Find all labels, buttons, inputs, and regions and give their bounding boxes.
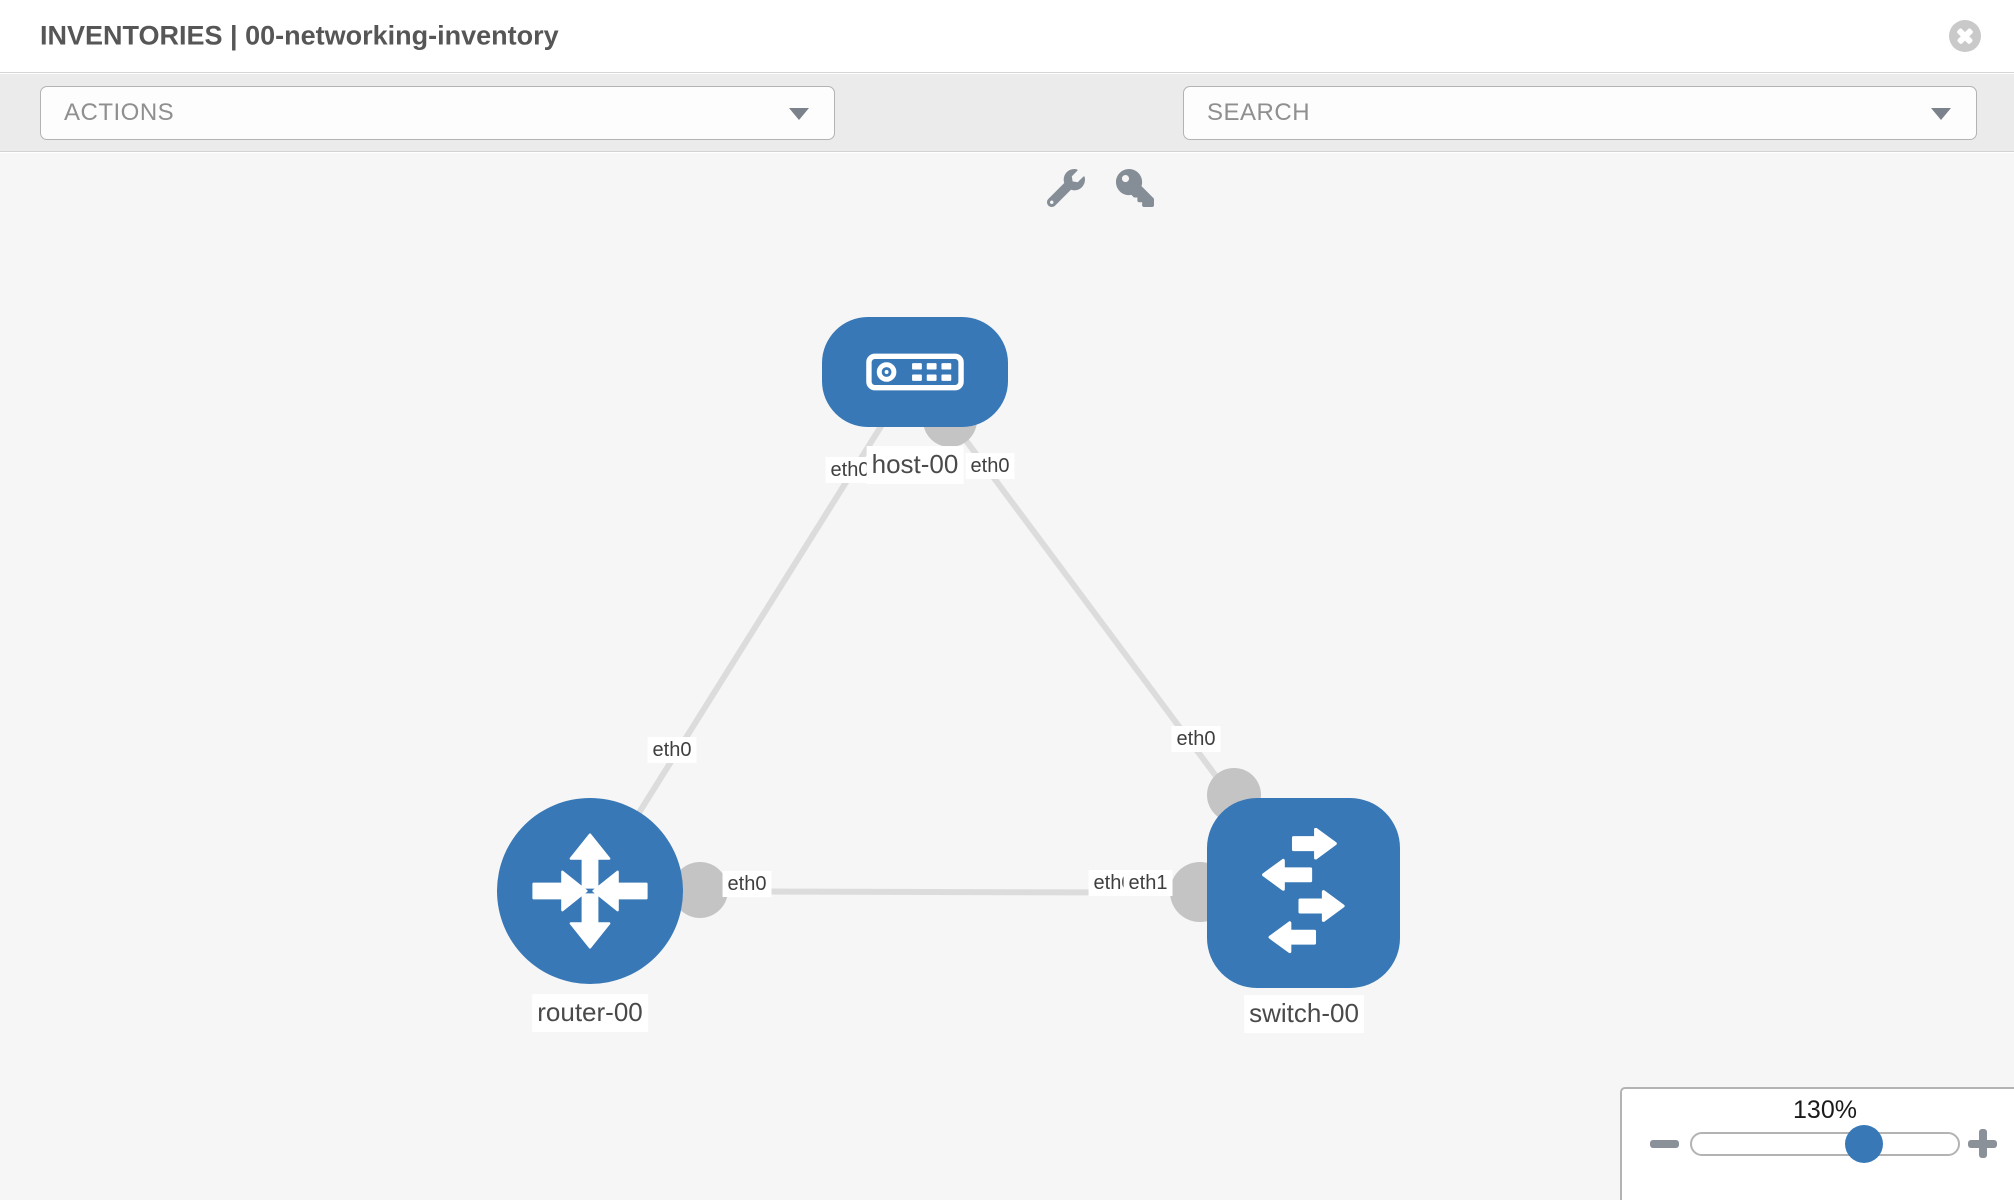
interface-label-router-to-host: eth0	[647, 737, 697, 763]
actions-dropdown[interactable]: ACTIONS	[40, 86, 835, 140]
zoom-panel: 130%	[1620, 1087, 2014, 1200]
chevron-down-icon	[1931, 108, 1951, 120]
router-icon	[532, 833, 648, 949]
zoom-in-button[interactable]	[1968, 1129, 1997, 1158]
node-host-00[interactable]	[822, 317, 1008, 427]
plus-icon	[1978, 1129, 1987, 1158]
tools-button[interactable]	[1046, 169, 1085, 208]
search-dropdown-label: SEARCH	[1207, 99, 1311, 126]
zoom-slider-handle[interactable]	[1845, 1125, 1883, 1163]
credentials-button[interactable]	[1116, 169, 1154, 207]
interface-label-router-to-switch: eth0	[722, 871, 772, 897]
switch-icon	[1261, 828, 1345, 954]
key-icon	[1116, 169, 1154, 207]
interface-label-switch-to-host: eth0	[1171, 726, 1221, 752]
node-switch-00[interactable]	[1207, 798, 1400, 988]
search-dropdown[interactable]: SEARCH	[1183, 86, 1977, 140]
node-label-router-00: router-00	[532, 994, 648, 1032]
interface-label-host-to-router: eth0	[825, 457, 875, 483]
chevron-down-icon	[789, 108, 809, 120]
node-router-00[interactable]	[497, 798, 683, 984]
zoom-out-button[interactable]	[1650, 1140, 1679, 1148]
node-label-switch-00: switch-00	[1244, 995, 1364, 1033]
page-title: INVENTORIES | 00-networking-inventory	[40, 20, 559, 51]
interface-label-host-to-switch: eth0	[965, 453, 1015, 479]
interface-connector-router-eth0[interactable]	[672, 862, 728, 918]
links-layer	[587, 370, 1306, 922]
host-icon	[866, 353, 964, 391]
actions-dropdown-label: ACTIONS	[64, 99, 175, 126]
interface-label-switch-to-router: eth1	[1123, 870, 1173, 896]
zoom-slider-track[interactable]	[1690, 1132, 1960, 1156]
wrench-icon	[1046, 169, 1085, 208]
toolbar: ACTIONS SEARCH	[0, 74, 2014, 208]
node-label-host-00: host-00	[866, 446, 964, 484]
close-button[interactable]	[1949, 20, 1981, 52]
zoom-level-value: 130%	[1793, 1096, 1857, 1124]
header: INVENTORIES | 00-networking-inventory	[0, 0, 2014, 73]
topology-canvas[interactable]: eth0 eth0 eth0 eth0 eth0 eth0 eth1 host-…	[0, 153, 2014, 1200]
